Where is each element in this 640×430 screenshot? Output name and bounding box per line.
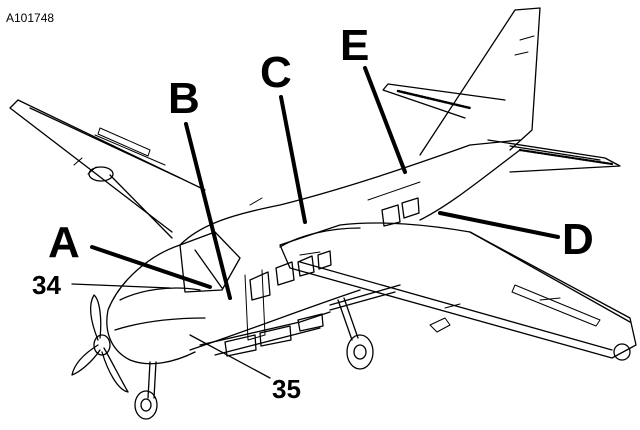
callout-label-c: C [260, 48, 292, 97]
cabin-window-6 [401, 197, 420, 219]
right-wing [279, 222, 637, 359]
left-wing-pod [88, 166, 114, 182]
callout-label-d: D [562, 215, 594, 264]
leader-d [438, 211, 560, 239]
cabin-window-4 [317, 250, 332, 270]
cabin-window-2 [275, 261, 295, 286]
cargo-door-2 [259, 325, 292, 347]
callout-label-34: 34 [32, 270, 61, 300]
leader-35 [189, 334, 271, 379]
propeller [71, 294, 129, 393]
figure-id: A101748 [6, 11, 54, 25]
callout-label-a: A [48, 218, 80, 267]
main-landing-gear [337, 297, 374, 370]
leader-e [363, 66, 407, 174]
cabin-door [244, 269, 266, 341]
left-wing-strut [109, 174, 173, 239]
callout-label-35: 35 [272, 374, 301, 404]
right-stabilizer [487, 139, 621, 173]
cargo-door-1 [224, 334, 257, 357]
cabin-window-5 [381, 204, 401, 227]
callout-label-e: E [340, 21, 369, 70]
vertical-fin [419, 7, 541, 156]
right-wing-strut [329, 284, 401, 306]
callout-lines [71, 66, 560, 379]
leader-34 [71, 283, 171, 289]
leader-b [184, 122, 232, 300]
left-stabilizer [382, 83, 506, 119]
aircraft-drawing [9, 7, 637, 420]
nose-landing-gear [134, 361, 158, 420]
leader-a [90, 245, 212, 289]
cabin-window-3 [297, 255, 315, 277]
callout-label-b: B [168, 74, 200, 123]
fuselage [179, 139, 521, 246]
windshield [179, 231, 241, 293]
cabin-window-1 [249, 271, 271, 301]
leader-c [279, 95, 307, 224]
spinner [93, 334, 111, 356]
